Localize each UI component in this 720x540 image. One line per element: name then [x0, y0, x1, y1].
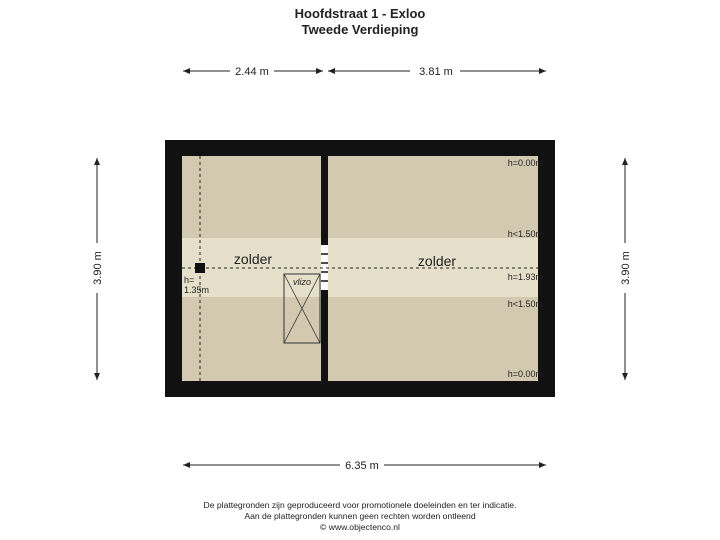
dimension-bottom: 6.35 m [183, 460, 546, 472]
vlizo-label: vlizo [293, 277, 311, 287]
wall-opening [321, 245, 328, 290]
room-left-label: zolder [234, 251, 272, 267]
post [195, 263, 205, 273]
plan-title: Hoofdstraat 1 - Exloo [294, 6, 426, 21]
disclaimer-line-2: Aan de plattegronden kunnen geen rechten… [244, 511, 476, 521]
dimension-right-label: 3.90 m [620, 251, 632, 285]
copyright-line: © www.objectenco.nl [320, 522, 400, 532]
height-left-label-1: h= [184, 275, 194, 285]
height-upper: h<1.50m [508, 229, 543, 239]
height-lower: h<1.50m [508, 299, 543, 309]
height-ridge: h=1.93m [508, 272, 543, 282]
dimension-right: 3.90 m [620, 158, 632, 380]
height-bottom: h=0.00m [508, 369, 543, 379]
dimension-top-left-label: 2.44 m [235, 66, 269, 78]
room-right-label: zolder [418, 253, 456, 269]
vlizo-hatch: vlizo [283, 273, 321, 344]
dimension-top-right-label: 3.81 m [419, 66, 453, 78]
dimension-top-left: 2.44 m [183, 66, 323, 78]
disclaimer-line-1: De plattegronden zijn geproduceerd voor … [203, 500, 517, 510]
plan-subtitle: Tweede Verdieping [301, 22, 419, 37]
height-left-label-2: 1.35m [184, 285, 209, 295]
height-top: h=0.00m [508, 158, 543, 168]
dimension-bottom-label: 6.35 m [345, 460, 379, 472]
dimension-left-label: 3.90 m [92, 251, 104, 285]
dimension-top-right: 3.81 m [328, 66, 546, 78]
dimension-left: 3.90 m [92, 158, 104, 380]
